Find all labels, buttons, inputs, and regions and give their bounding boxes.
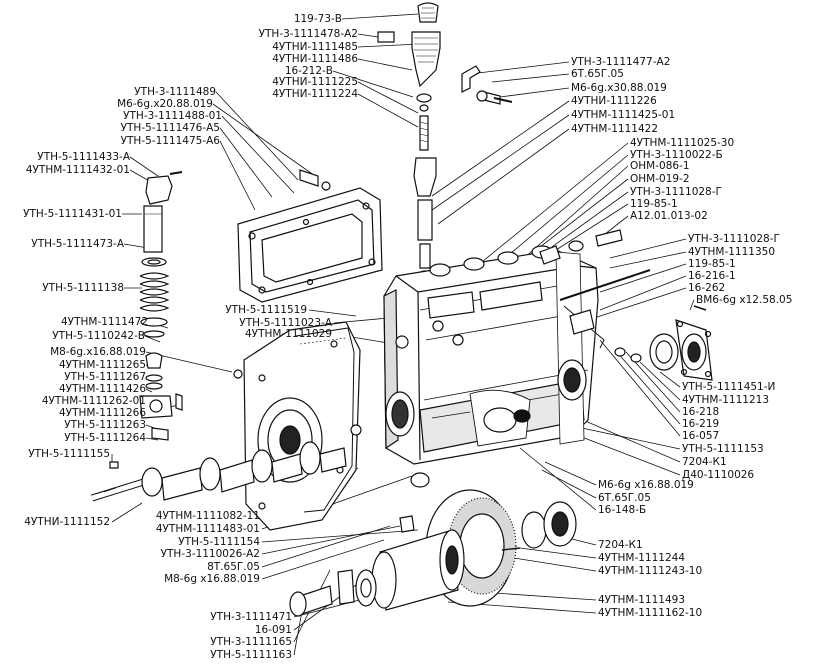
part-label: 119-85-1 bbox=[630, 198, 678, 210]
part-label: УТН-5-1111431-01 bbox=[23, 208, 122, 220]
part-label: 4УТНМ-1111265 bbox=[59, 359, 146, 371]
governor-side-parts bbox=[539, 229, 713, 381]
part-label: УТН-5-1111267 bbox=[64, 371, 146, 383]
part-label: УТН-3-1111165 bbox=[210, 636, 292, 648]
part-label: УТН-5-1111154 bbox=[178, 536, 260, 548]
camshaft bbox=[90, 441, 347, 502]
part-label: УТН-5-1111163 bbox=[210, 649, 292, 661]
part-label: ОНМ-086-1 bbox=[630, 160, 690, 172]
pump-housing bbox=[383, 245, 599, 465]
part-label: УТН-3-1110026-А2 bbox=[160, 548, 260, 560]
part-label: 4УТНМ-1111426 bbox=[59, 383, 146, 395]
part-label: 4УТНМ-1111243-10 bbox=[598, 565, 703, 577]
part-label: 4УТНИ-1111225 bbox=[272, 76, 358, 88]
part-label: М6-6g х16.88.019 bbox=[598, 479, 694, 491]
part-label: 16-219 bbox=[682, 418, 720, 430]
part-label: М6-6g.х20.88.019 bbox=[117, 98, 213, 110]
part-label: УТН-3-1111488-01 bbox=[123, 110, 222, 122]
part-label: М8-6g.х16.88.019 bbox=[50, 346, 146, 358]
part-label: УТН-5-1111473-А bbox=[31, 238, 124, 250]
part-label: 4УТНМ-1111162-10 bbox=[598, 607, 703, 619]
part-label: 16-216-1 bbox=[688, 270, 736, 282]
part-label: ОНМ-019-2 bbox=[630, 173, 690, 185]
part-label: 7204-К1 bbox=[682, 456, 727, 468]
part-label: УТН-5-1111519 bbox=[225, 304, 307, 316]
part-label: М6-6g.х30.88.019 bbox=[571, 82, 667, 94]
part-label: 4УТНИ-1111224 bbox=[272, 88, 358, 100]
part-label: 4УТНМ-1111082-11 bbox=[155, 510, 260, 522]
part-label: 16-262 bbox=[688, 282, 726, 294]
part-label: 4УТНМ-1111422 bbox=[571, 123, 658, 135]
part-label: 4УТНИ-1111152 bbox=[24, 516, 110, 528]
part-label: 4УТНМ-1111262-01 bbox=[41, 395, 146, 407]
part-label: УТН-5-1111263 bbox=[64, 419, 146, 431]
part-label: 16-148-Б bbox=[598, 504, 647, 516]
part-label: 16-212-В bbox=[284, 65, 333, 77]
part-label: 16-057 bbox=[682, 430, 720, 442]
part-label: 4УТНМ-1111472 bbox=[61, 316, 148, 328]
part-label: 4УТНМ-1111483-01 bbox=[155, 523, 260, 535]
part-label: 4УТНИ-1111485 bbox=[272, 41, 358, 53]
part-label: 4УТНМ-1111029 bbox=[245, 328, 332, 340]
inspection-cover bbox=[237, 169, 383, 303]
part-label: УТН-5-1111155 bbox=[28, 448, 110, 460]
part-label: УТН-3-1111478-А2 bbox=[258, 28, 358, 40]
part-label: 8Т.65Г.05 bbox=[207, 561, 260, 573]
part-label: УТН-5-1111023-А bbox=[239, 317, 332, 329]
part-label: 4УТНМ-1111266 bbox=[59, 407, 146, 419]
part-label: 4УТНМ-1111350 bbox=[688, 246, 775, 258]
part-label: 4УТНМ-1111213 bbox=[682, 394, 769, 406]
part-label: 4УТНИ-1111486 bbox=[272, 53, 358, 65]
part-label: 6Т.65Г.05 bbox=[598, 492, 651, 504]
part-label: 4УТНМ-1111025-30 bbox=[630, 137, 735, 149]
part-label: 4УТНИ-1111226 bbox=[571, 95, 657, 107]
bracket-parts bbox=[461, 65, 513, 105]
delivery-valve-assembly bbox=[377, 2, 441, 278]
part-label: УТН-5-1111451-И bbox=[682, 381, 776, 393]
part-label: УТН-5-1111264 bbox=[64, 432, 146, 444]
part-label: УТН-5-1111433-А bbox=[37, 151, 130, 163]
part-label: Д40-1110026 bbox=[682, 469, 755, 481]
part-label: УТН-3-1111471 bbox=[210, 611, 292, 623]
part-label: УТН-3-1111489 bbox=[134, 86, 216, 98]
part-label: 119-73-В bbox=[293, 13, 342, 25]
part-label: 119-85-1 bbox=[688, 258, 736, 270]
part-label: М8-6g х16.88.019 bbox=[164, 573, 260, 585]
part-label: УТН-3-1111477-А2 bbox=[571, 56, 671, 68]
part-label: 4УТНМ-1111244 bbox=[598, 552, 685, 564]
part-label: УТН-3-1110022-Б bbox=[630, 149, 723, 161]
part-label: 16-091 bbox=[254, 624, 292, 636]
part-label: 6Т.65Г.05 bbox=[571, 68, 624, 80]
part-label: УТН-5-1111476-А5 bbox=[120, 122, 220, 134]
part-label: 7204-К1 bbox=[598, 539, 643, 551]
part-label: УТН-5-1111138 bbox=[42, 282, 124, 294]
part-label: 4УТНМ-1111432-01 bbox=[25, 164, 130, 176]
part-label: УТН-3-1111028-Г bbox=[688, 233, 780, 245]
drive-end-flange bbox=[233, 321, 362, 531]
part-label: УТН-5-1111153 bbox=[682, 443, 764, 455]
part-label: УТН-3-1111028-Г bbox=[630, 186, 722, 198]
part-label: 4УТНМ-1111493 bbox=[598, 594, 685, 606]
part-label: УТН-5-1111475-А6 bbox=[120, 135, 220, 147]
part-label: ВМ6-6g х12.58.05 bbox=[696, 294, 793, 306]
part-label: УТН-5-1110242-В bbox=[52, 330, 145, 342]
part-label: А12.01.013-02 bbox=[630, 210, 708, 222]
coupling-assembly bbox=[289, 472, 577, 617]
part-label: 4УТНМ-1111425-01 bbox=[571, 109, 676, 121]
part-label: 16-218 bbox=[682, 406, 720, 418]
plunger-spring-stack bbox=[109, 171, 183, 469]
